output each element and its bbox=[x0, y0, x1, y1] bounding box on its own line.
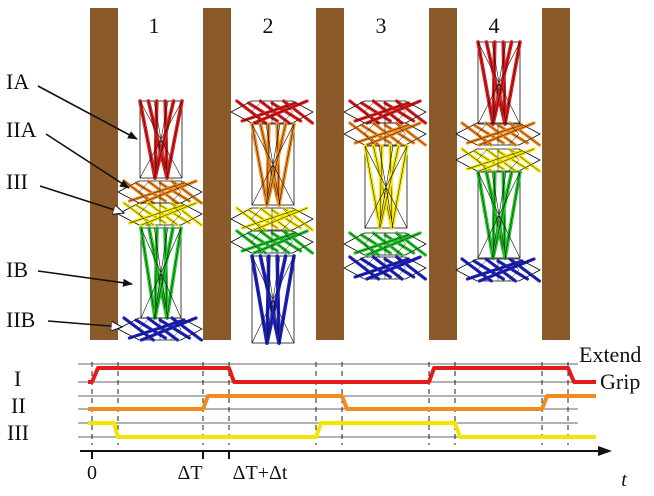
stage-labels: 1 2 3 4 bbox=[149, 13, 500, 38]
wall-4 bbox=[429, 8, 457, 340]
module-ia-stage-2 bbox=[230, 99, 315, 125]
signal-iii bbox=[88, 421, 596, 439]
module-iib-stage-4 bbox=[455, 257, 542, 283]
time-label-zero: 0 bbox=[87, 462, 97, 484]
row-label-ii: II bbox=[11, 393, 26, 418]
arrow-iii bbox=[39, 185, 124, 213]
module-iia-stage-3 bbox=[343, 121, 428, 147]
module-iii-stage-3 bbox=[363, 144, 409, 230]
row-label-i: I bbox=[14, 366, 21, 391]
arrow-ia bbox=[37, 85, 138, 140]
module-iii-stage-2 bbox=[230, 206, 315, 232]
axis-ticks bbox=[91, 451, 230, 459]
walls bbox=[90, 8, 570, 340]
module-iia-stage-2 bbox=[250, 122, 296, 207]
arrow-iib bbox=[47, 320, 122, 327]
robot-stage-3 bbox=[343, 99, 428, 281]
stage-label-1: 1 bbox=[149, 13, 160, 38]
module-ia-stage-4 bbox=[476, 40, 522, 126]
wall-3 bbox=[316, 8, 344, 340]
stage-label-3: 3 bbox=[376, 13, 387, 38]
module-label-ib: IB bbox=[6, 257, 28, 282]
module-iib-stage-2 bbox=[250, 254, 296, 345]
time-label-delta-t-plus: ΔT+Δt bbox=[233, 462, 288, 484]
module-ia-stage-1 bbox=[138, 99, 184, 180]
state-label-grip: Grip bbox=[600, 369, 640, 394]
module-label-iia: IIA bbox=[6, 117, 37, 142]
robots bbox=[117, 40, 542, 345]
arrow-ib bbox=[37, 270, 133, 287]
module-labels: IA IIA III IB IIB bbox=[6, 69, 138, 332]
module-iib-stage-3 bbox=[343, 255, 428, 281]
module-label-iii: III bbox=[6, 169, 28, 194]
stage-label-2: 2 bbox=[263, 13, 274, 38]
time-label-delta-t: ΔT bbox=[177, 462, 202, 484]
state-label-extend: Extend bbox=[579, 342, 641, 367]
time-label-axis: t bbox=[621, 469, 627, 491]
module-iia-stage-1 bbox=[117, 179, 203, 205]
module-iii-stage-1 bbox=[117, 201, 203, 227]
module-iib-stage-1 bbox=[117, 316, 203, 342]
module-ib-stage-1 bbox=[139, 226, 183, 320]
time-axis-arrowhead bbox=[598, 446, 612, 456]
robot-stage-2 bbox=[230, 99, 315, 345]
module-ib-stage-4 bbox=[476, 170, 522, 260]
stage-label-4: 4 bbox=[489, 13, 500, 38]
module-label-ia: IA bbox=[6, 69, 29, 94]
wall-5 bbox=[542, 8, 570, 340]
module-ib-stage-3 bbox=[343, 231, 428, 257]
module-iia-stage-4 bbox=[455, 121, 542, 147]
robot-stage-4 bbox=[455, 40, 542, 283]
module-iii-stage-4 bbox=[455, 147, 542, 173]
row-label-iii: III bbox=[7, 420, 29, 445]
module-label-iib: IIB bbox=[6, 307, 35, 332]
signal-ii bbox=[88, 394, 596, 411]
reference-lines bbox=[78, 363, 578, 438]
robot-stage-1 bbox=[117, 99, 203, 342]
wall-2 bbox=[203, 8, 231, 340]
arrow-iia bbox=[45, 133, 130, 189]
module-ia-stage-3 bbox=[343, 99, 428, 125]
time-markers bbox=[91, 362, 569, 445]
module-ib-stage-2 bbox=[230, 229, 315, 255]
signal-i bbox=[88, 366, 596, 384]
wall-1 bbox=[90, 8, 118, 340]
timing-diagram: I II III Extend Grip 0 ΔT ΔT+Δt t bbox=[7, 342, 641, 491]
